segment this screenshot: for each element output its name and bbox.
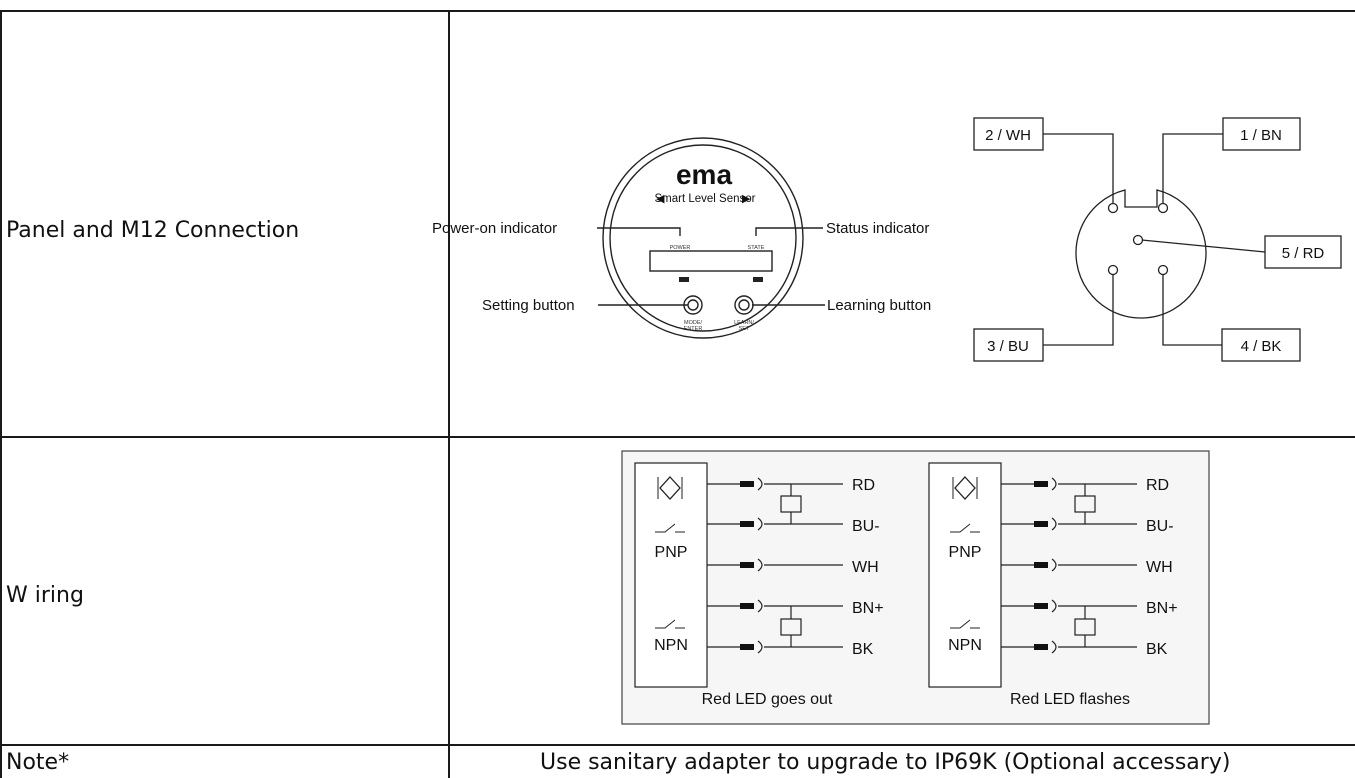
table-top-border	[0, 10, 1355, 12]
wiring-frame	[621, 450, 1210, 725]
learning-button-label: Learning button	[827, 297, 931, 314]
pnp-switch-icon	[655, 523, 685, 533]
npn-label-right: NPN	[948, 637, 982, 654]
wire-bk-right: BK	[1146, 641, 1168, 658]
table-left-border	[0, 10, 2, 778]
setting-button-label: Setting button	[482, 297, 575, 314]
pin-3	[1107, 264, 1119, 276]
pin-4-label: 4 / BK	[1241, 338, 1282, 355]
wire-wh-right: WH	[1146, 559, 1173, 576]
pin-5	[1132, 234, 1144, 246]
row-divider-1	[0, 436, 1355, 438]
left-arrow-icon: ◀	[656, 193, 665, 205]
pin-1	[1157, 202, 1169, 214]
panel-inner-ring	[609, 144, 797, 332]
pin-4	[1157, 264, 1169, 276]
product-name: Smart Level Sensor	[655, 193, 756, 205]
npn-switch-icon	[950, 619, 980, 629]
caption-right: Red LED flashes	[1010, 691, 1130, 708]
wire-bu-left: BU-	[852, 518, 880, 535]
wire-bk-left: BK	[852, 641, 874, 658]
status-indicator-label: Status indicator	[826, 220, 929, 237]
pnp-switch-icon	[950, 523, 980, 533]
wire-bn-right: BN+	[1146, 600, 1178, 617]
npn-label-left: NPN	[654, 637, 688, 654]
row-label-note: Note*	[6, 750, 70, 775]
pin-3-label: 3 / BU	[987, 338, 1029, 355]
learn-label-line2: SET	[739, 326, 750, 332]
brand-logo: ema	[676, 159, 732, 190]
learn-set-button	[734, 295, 754, 315]
mode-label-line2: ENTER	[684, 326, 703, 332]
pnp-label-left: PNP	[655, 544, 688, 561]
learn-label-line1: LEARN/	[734, 320, 754, 326]
power-indicator-label: Power-on indicator	[432, 220, 557, 237]
mode-enter-button	[683, 295, 703, 315]
state-led-label: STATE	[748, 245, 765, 251]
pin-5-label: 5 / RD	[1282, 245, 1325, 262]
pin-1-label: 1 / BN	[1240, 127, 1282, 144]
wiring-diagram: PNP NPN RD BU-	[621, 450, 1210, 725]
sensor-icon	[659, 476, 681, 500]
npn-switch-icon	[655, 619, 685, 629]
power-led	[679, 277, 689, 282]
note-value: Use sanitary adapter to upgrade to IP69K…	[540, 750, 1231, 775]
pin-2	[1107, 202, 1119, 214]
row-label-panel: Panel and M12 Connection	[6, 218, 300, 243]
row-label-wiring: W iring	[6, 583, 84, 608]
row-divider-2	[0, 744, 1355, 746]
power-led-label: POWER	[670, 245, 691, 251]
m12-connector-diagram: 2 / WH 1 / BN 5 / RD 3 / BU 4 / BK	[973, 117, 1342, 362]
pnp-label-right: PNP	[949, 544, 982, 561]
mode-label-line1: MODE/	[684, 320, 703, 326]
panel-outer-ring	[602, 137, 804, 339]
wire-rd-right: RD	[1146, 477, 1169, 494]
pin-2-label: 2 / WH	[985, 127, 1031, 144]
connector-outline	[1075, 189, 1207, 319]
wire-bn-left: BN+	[852, 600, 884, 617]
panel-diagram: ema ◀ Smart Level Sensor ▶ POWER STATE P…	[432, 137, 931, 339]
column-divider	[448, 10, 450, 778]
sensor-icon	[954, 476, 976, 500]
wiring-right: PNP NPN RD BU-	[928, 462, 1178, 708]
caption-left: Red LED goes out	[702, 691, 833, 708]
state-led	[753, 277, 763, 282]
wire-rd-left: RD	[852, 477, 875, 494]
display-window	[649, 250, 773, 272]
right-arrow-icon: ▶	[742, 193, 751, 205]
wire-bu-right: BU-	[1146, 518, 1174, 535]
wiring-left: PNP NPN RD BU-	[634, 462, 884, 708]
wire-wh-left: WH	[852, 559, 879, 576]
